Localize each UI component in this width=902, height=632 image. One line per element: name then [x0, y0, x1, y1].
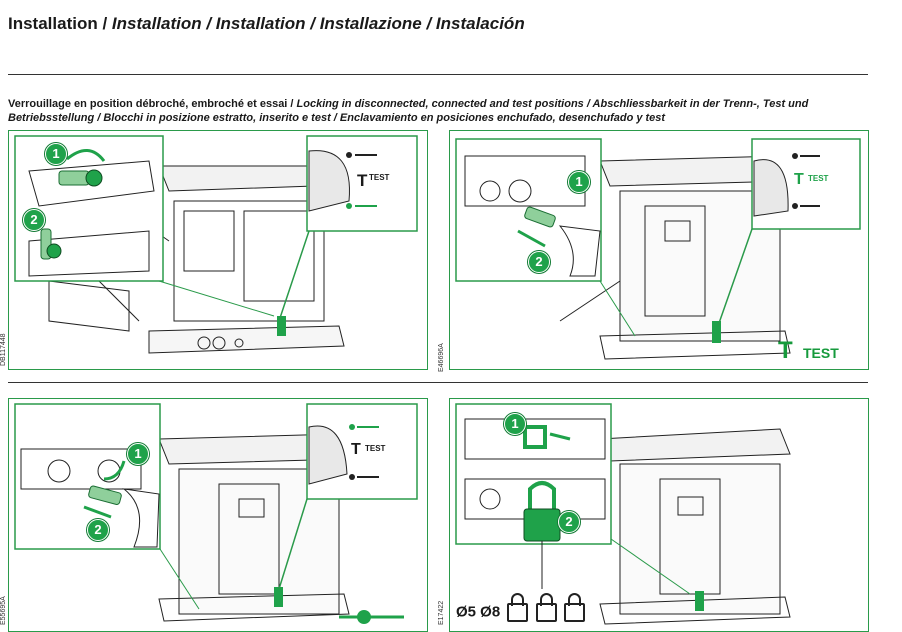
shackle-diameters: Ø5 Ø8	[456, 603, 501, 621]
step-1-badge: 1	[568, 171, 590, 193]
t-letter: T	[794, 171, 804, 188]
big-t-letter: T	[778, 337, 793, 364]
test-label: TEST	[369, 173, 390, 182]
figure-code: E55695A	[0, 596, 7, 625]
breaker-illustration	[14, 403, 418, 624]
breaker-illustration	[455, 403, 791, 625]
page-title: Installation / Installation / Installati…	[8, 14, 525, 33]
figure-bottom-right: 1 2 Ø5 Ø8	[449, 398, 869, 632]
breaker-illustration	[455, 138, 861, 360]
t-letter: T	[351, 441, 361, 458]
figure-bottom-left: 1 2 T TEST	[8, 398, 428, 632]
figure-top-left: 1 2 T TEST	[8, 130, 428, 370]
padlock-icon	[563, 593, 585, 622]
test-label: TEST	[365, 444, 386, 453]
top-divider	[8, 74, 868, 75]
step-2-badge: 2	[528, 251, 550, 273]
padlock-icon	[535, 593, 557, 622]
t-letter: T	[357, 171, 368, 190]
figure-code: DB117448	[0, 333, 7, 366]
section-caption: Verrouillage en position débroché, embro…	[8, 98, 809, 124]
figure-code: E46696A	[438, 343, 445, 372]
padlock-shackle-sizes: Ø5 Ø8	[456, 593, 585, 622]
padlock-icon	[507, 593, 529, 622]
big-test-label: TEST	[803, 345, 839, 361]
step-2-badge: 2	[87, 519, 109, 541]
test-label: TEST	[808, 174, 829, 183]
step-1-badge: 1	[127, 443, 149, 465]
step-2-badge: 2	[23, 209, 45, 231]
step-1-badge: 1	[45, 143, 67, 165]
step-1-badge: 1	[504, 413, 526, 435]
step-2-badge: 2	[558, 511, 580, 533]
figure-code: E17422	[438, 600, 445, 625]
breaker-illustration	[14, 135, 418, 354]
figure-top-right: 1 2 T TEST T TEST	[449, 130, 869, 370]
middle-divider	[8, 382, 868, 383]
